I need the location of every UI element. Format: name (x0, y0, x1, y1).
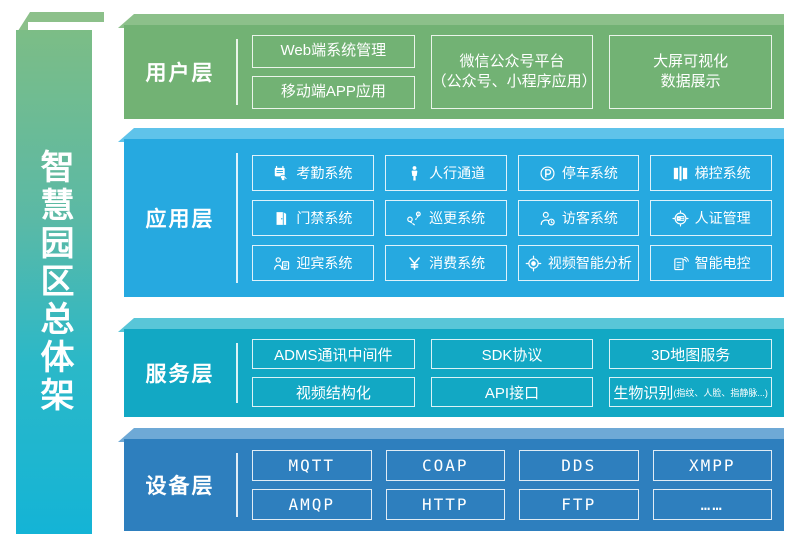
layer-service-body: 服务层 ADMS通讯中间件 视频结构化 SDK协议 API接口 3D地图服务 生… (124, 329, 784, 417)
reception-person-icon (274, 256, 290, 270)
card-label: 停车系统 (561, 165, 618, 181)
layer-application-column: 梯控系统 人证管理 (650, 155, 772, 281)
card-mobile-app[interactable]: 移动端APP应用 (252, 76, 415, 109)
layer-application-divider (236, 153, 238, 283)
card-video-intelligent-analysis[interactable]: 视频智能分析 (517, 245, 640, 281)
card-web-admin[interactable]: Web端系统管理 (252, 35, 415, 68)
card-mqtt[interactable]: MQTT (252, 450, 372, 481)
card-label: 巡更系统 (429, 210, 486, 226)
card-ftp[interactable]: FTP (519, 489, 639, 520)
layer-service-divider (236, 343, 238, 403)
card-elevator-control-system[interactable]: 梯控系统 (650, 155, 772, 191)
card-bigscreen-visualization[interactable]: 大屏可视化数据展示 (609, 35, 773, 109)
card-attendance-system[interactable]: 考勤系统 (252, 155, 374, 191)
layer-user-divider (236, 39, 238, 105)
card-consumption-system[interactable]: 消费系统 (384, 245, 507, 281)
layer-application-column: 停车系统 访客系统 (517, 155, 640, 281)
card-biometric-recognition[interactable]: 生物识别(指纹、人脸、指静脉...) (609, 377, 773, 407)
layer-user-column: 大屏可视化数据展示 (609, 35, 773, 109)
layer-user-title: 用户层 (145, 62, 215, 85)
layer-device-body: 设备层 MQTT AMQP COAP HTTP DDS FTP XMPP …… (124, 439, 784, 531)
card-label: 人证管理 (694, 210, 751, 226)
card-coap[interactable]: COAP (385, 450, 505, 481)
card-adms-middleware[interactable]: ADMS通讯中间件 (252, 339, 415, 369)
card-label: 考勤系统 (296, 165, 353, 181)
card-reception-system[interactable]: 迎宾系统 (252, 245, 374, 281)
card-label: 消费系统 (429, 255, 486, 271)
card-label: 梯控系统 (694, 165, 751, 181)
card-identity-verification-management[interactable]: 人证管理 (650, 200, 772, 236)
parking-p-icon (540, 165, 555, 181)
card-label: 人行通道 (429, 165, 486, 181)
card-amqp[interactable]: AMQP (252, 489, 372, 520)
layer-device: 设备层 MQTT AMQP COAP HTTP DDS FTP XMPP …… (118, 428, 784, 534)
card-patrol-system[interactable]: 巡更系统 (384, 200, 507, 236)
camera-lens-icon (525, 255, 542, 271)
layer-service: 服务层 ADMS通讯中间件 视频结构化 SDK协议 API接口 3D地图服务 生… (118, 318, 784, 420)
layer-device-column: MQTT AMQP (252, 450, 372, 520)
card-sublabel: (指纹、人脸、指静脉...) (673, 387, 768, 398)
layer-user-column: Web端系统管理 移动端APP应用 (252, 35, 415, 109)
door-icon (276, 211, 287, 225)
visitor-clock-icon (540, 211, 555, 225)
card-xmpp[interactable]: XMPP (652, 450, 772, 481)
yuan-currency-icon (409, 256, 420, 270)
layer-user-bevel (118, 14, 784, 28)
layer-device-column: COAP HTTP (385, 450, 505, 520)
layer-application-column: 人行通道 巡更系统 (384, 155, 507, 281)
layer-application-cards: 考勤系统 门禁系统 (252, 144, 784, 292)
elevator-icon (673, 165, 687, 181)
card-label: 生物识别 (613, 384, 674, 402)
layer-application: 应用层 考勤系统 (118, 128, 784, 300)
layer-user-column: 微信公众号平台（公众号、小程序应用） (430, 35, 597, 109)
card-label: 迎宾系统 (296, 255, 353, 271)
card-label: 访客系统 (561, 210, 618, 226)
card-label: 智能电控 (694, 255, 751, 271)
layer-service-column: ADMS通讯中间件 视频结构化 (252, 339, 415, 407)
layer-user: 用户层 Web端系统管理 移动端APP应用 微信公众号平台（公众号、小程序应用）… (118, 14, 784, 122)
layer-user-cards: Web端系统管理 移动端APP应用 微信公众号平台（公众号、小程序应用） 大屏可… (252, 23, 784, 121)
card-video-structuring[interactable]: 视频结构化 (252, 377, 415, 407)
diagram-title: 智慧园区总体架 (35, 149, 74, 415)
layer-service-bevel (118, 318, 784, 332)
card-access-control-system[interactable]: 门禁系统 (252, 200, 374, 236)
patrol-route-icon (407, 211, 421, 225)
card-http[interactable]: HTTP (385, 489, 505, 520)
layer-application-column: 考勤系统 门禁系统 (252, 155, 374, 281)
card-label: 视频智能分析 (547, 255, 632, 271)
layer-device-bevel (118, 428, 784, 442)
card-more[interactable]: …… (652, 489, 772, 520)
layer-application-body: 应用层 考勤系统 (124, 139, 784, 297)
remote-signal-icon (673, 256, 689, 270)
layer-service-title: 服务层 (145, 363, 215, 386)
card-intelligent-power-control[interactable]: 智能电控 (650, 245, 772, 281)
layer-application-bevel (118, 128, 784, 142)
layer-device-column: DDS FTP (519, 450, 639, 520)
card-pedestrian-lane[interactable]: 人行通道 (384, 155, 507, 191)
layer-device-title: 设备层 (145, 475, 215, 498)
card-label: 门禁系统 (296, 210, 353, 226)
layer-service-column: SDK协议 API接口 (430, 339, 594, 407)
layer-user-body: 用户层 Web端系统管理 移动端APP应用 微信公众号平台（公众号、小程序应用）… (124, 25, 784, 119)
layer-device-cards: MQTT AMQP COAP HTTP DDS FTP XMPP …… (252, 438, 784, 532)
layer-device-divider (236, 453, 238, 517)
card-parking-system[interactable]: 停车系统 (517, 155, 640, 191)
id-card-target-icon (672, 209, 689, 227)
card-wechat-platform[interactable]: 微信公众号平台（公众号、小程序应用） (430, 35, 597, 109)
pedestrian-icon (411, 165, 418, 180)
layer-service-column: 3D地图服务 生物识别(指纹、人脸、指静脉...) (609, 339, 773, 407)
layer-device-column: XMPP …… (652, 450, 772, 520)
card-sdk-protocol[interactable]: SDK协议 (430, 339, 594, 369)
card-3d-map-service[interactable]: 3D地图服务 (609, 339, 773, 369)
title-banner-body: 智慧园区总体架 (16, 30, 92, 534)
card-visitor-system[interactable]: 访客系统 (517, 200, 640, 236)
calendar-hand-icon (275, 165, 288, 181)
title-banner: 智慧园区总体架 (16, 12, 104, 534)
layer-service-cards: ADMS通讯中间件 视频结构化 SDK协议 API接口 3D地图服务 生物识别(… (252, 327, 784, 419)
card-api-interface[interactable]: API接口 (430, 377, 594, 407)
layer-application-title: 应用层 (145, 208, 215, 231)
card-dds[interactable]: DDS (519, 450, 639, 481)
